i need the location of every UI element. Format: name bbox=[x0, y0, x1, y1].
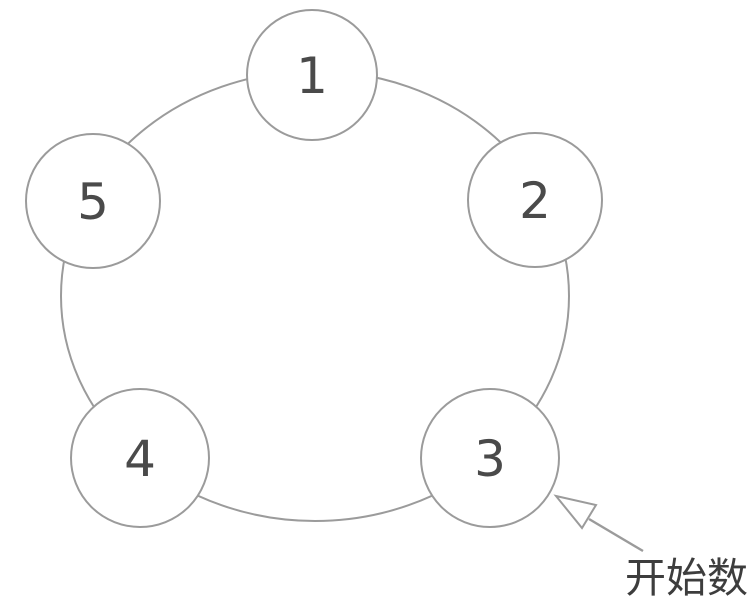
node-circle-5 bbox=[25, 133, 161, 269]
node-circle-2 bbox=[467, 132, 603, 268]
annotation-label: 开始数 bbox=[625, 554, 748, 602]
node-circle-4 bbox=[70, 388, 210, 528]
node-label-4: 4 bbox=[124, 430, 156, 488]
node-label-1: 1 bbox=[296, 47, 328, 105]
node-label-2: 2 bbox=[519, 172, 551, 230]
node-circle-3 bbox=[420, 388, 560, 528]
node-label-5: 5 bbox=[77, 173, 109, 231]
node-label-3: 3 bbox=[474, 430, 506, 488]
arrowhead-icon bbox=[553, 494, 598, 530]
pointer-arrow-shaft bbox=[588, 517, 644, 553]
node-circle-1 bbox=[246, 9, 378, 141]
